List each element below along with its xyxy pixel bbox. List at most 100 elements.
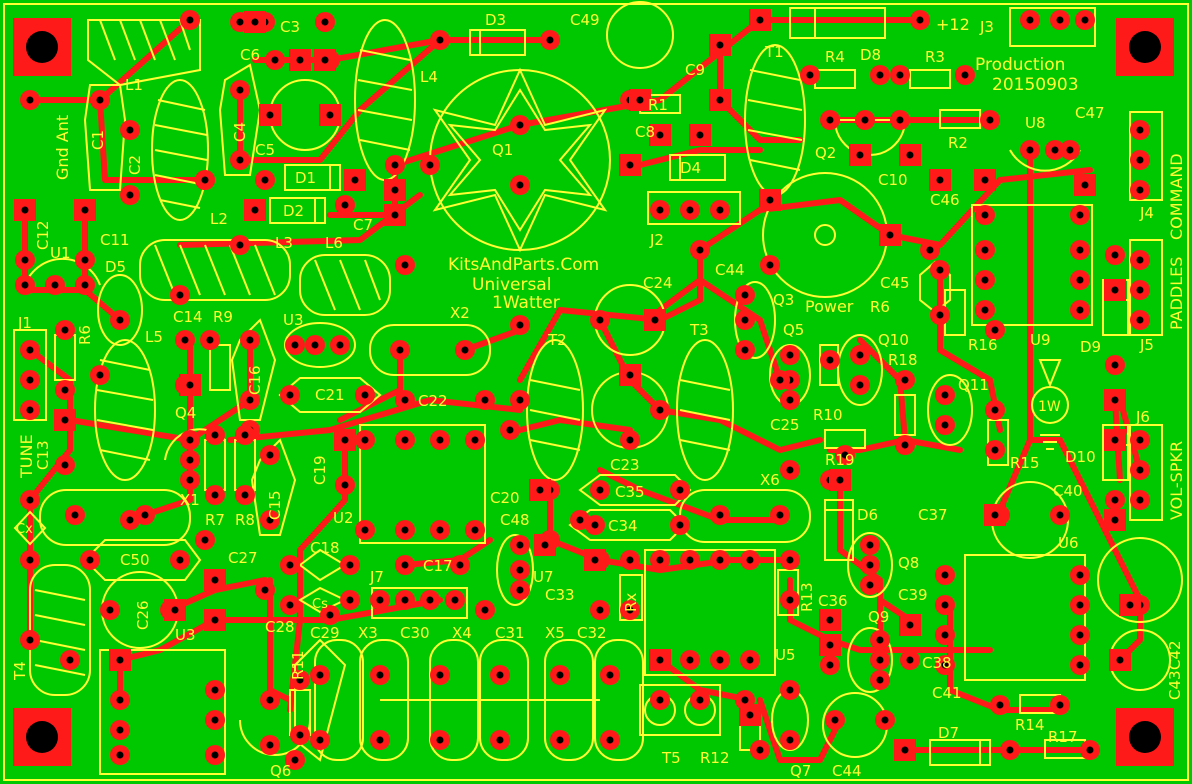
ref-label: X3 — [358, 624, 378, 642]
ref-label: C41 — [932, 684, 962, 702]
ref-label: C22 — [418, 392, 448, 410]
site-title: KitsAndParts.Com — [448, 255, 599, 275]
cap-C15 — [250, 438, 297, 536]
ref-label: C2 — [126, 155, 144, 175]
ref-label: C12 — [34, 220, 52, 250]
ref-label: C44 — [715, 261, 745, 279]
transformer-T2 — [526, 339, 584, 481]
ref-label: R1 — [648, 96, 668, 114]
ref-label: D3 — [485, 11, 506, 29]
ref-label: R9 — [213, 308, 233, 326]
ref-label: R16 — [968, 336, 998, 354]
ref-label: C19 — [311, 455, 329, 485]
ref-label: J6 — [1135, 408, 1150, 426]
paddles-label: PADDLES — [1167, 257, 1186, 330]
ref-label: R2 — [948, 134, 968, 152]
ref-label: D4 — [680, 159, 701, 177]
ref-label: R7 — [205, 511, 225, 529]
ref-label: Rx — [622, 593, 640, 612]
ref-label: R14 — [1015, 716, 1045, 734]
ref-label: C39 — [898, 586, 928, 604]
ref-label: C1 — [89, 130, 107, 150]
ref-label: J1 — [17, 314, 32, 332]
ref-label: D8 — [860, 46, 881, 64]
ref-label: C15 — [266, 490, 284, 520]
ref-label: C7 — [353, 216, 373, 234]
ic-U3-lower — [99, 649, 226, 775]
ref-label: C40 — [1053, 482, 1083, 500]
product-line1: Universal — [472, 275, 551, 295]
ref-label: J3 — [979, 18, 994, 36]
tr-Q2 — [833, 119, 907, 156]
inductor-L6 — [299, 254, 391, 316]
ref-label: C31 — [495, 624, 525, 642]
inductor-L5 — [94, 339, 156, 481]
ref-label: J7 — [369, 568, 384, 586]
ref-label: L2 — [210, 210, 228, 228]
ref-label: Q2 — [815, 144, 836, 162]
command-label: COMMAND — [1167, 153, 1186, 240]
ref-label: R15 — [1010, 454, 1040, 472]
supply-label: +12 — [936, 15, 970, 34]
ic-U2 — [359, 424, 486, 544]
ref-label: Q6 — [270, 762, 291, 780]
ref-label: C42 — [1166, 640, 1184, 670]
ref-label: C3 — [280, 18, 300, 36]
ref-label: Q5 — [783, 321, 804, 339]
ref-label: D5 — [105, 258, 126, 276]
ref-label: R10 — [813, 406, 843, 424]
vol-spkr-label: VOL-SPKR — [1167, 441, 1186, 520]
ref-label: Q10 — [878, 331, 909, 349]
ref-label: C49 — [570, 11, 600, 29]
cap-C1 — [83, 84, 127, 191]
ref-label: L3 — [275, 234, 293, 252]
ref-label: C27 — [228, 549, 258, 567]
ref-label: C20 — [490, 489, 520, 507]
ref-label: R13 — [798, 582, 816, 612]
crystal-X1 — [39, 489, 191, 546]
ref-label: Q11 — [958, 376, 989, 394]
one-watt-label: 1W — [1038, 399, 1061, 415]
ref-label: D10 — [1065, 448, 1096, 466]
ref-label: C11 — [100, 231, 130, 249]
ref-label: U7 — [533, 568, 554, 586]
ref-label: U8 — [1025, 114, 1046, 132]
ref-label: C47 — [1075, 104, 1105, 122]
ref-label: C18 — [310, 539, 340, 557]
ref-label: C45 — [880, 274, 910, 292]
ref-label: D7 — [938, 724, 959, 742]
ref-label: C21 — [315, 386, 345, 404]
silkscreen-text: KitsAndParts.Com Universal 1Watter Produ… — [11, 11, 1186, 780]
ref-label: D2 — [283, 202, 304, 220]
ref-label: C24 — [643, 274, 673, 292]
ref-label: C36 — [818, 592, 848, 610]
ic-U6 — [964, 554, 1086, 681]
ref-label: C35 — [615, 483, 645, 501]
ref-label: C8 — [635, 123, 655, 141]
ref-label: C30 — [400, 624, 430, 642]
ref-label: U3 — [283, 311, 304, 329]
ref-label: R18 — [888, 351, 918, 369]
ref-label: C38 — [922, 654, 952, 672]
cap-C4 — [218, 63, 262, 176]
ref-label: C5 — [255, 141, 275, 159]
transformer-T3 — [676, 339, 734, 481]
cap-C49 — [606, 1, 674, 69]
cap-C42 — [1097, 537, 1183, 623]
inductor-L2 — [151, 79, 209, 221]
ref-label: C4 — [231, 122, 249, 142]
cap-C50 — [83, 539, 202, 581]
board-outline — [3, 3, 1189, 781]
ref-label: C10 — [878, 171, 908, 189]
ref-label: C16 — [246, 365, 264, 395]
ref-label: C37 — [918, 506, 948, 524]
ref-label: U3 — [175, 626, 196, 644]
ref-label: J5 — [1139, 336, 1154, 354]
ref-label: D9 — [1080, 338, 1101, 356]
production-label: Production — [975, 55, 1065, 75]
ic-U5 — [644, 549, 776, 676]
ref-label: R8 — [235, 511, 255, 529]
ref-label: R4 — [825, 48, 845, 66]
component-pads — [14, 9, 1150, 770]
ref-label: Q7 — [790, 762, 811, 780]
